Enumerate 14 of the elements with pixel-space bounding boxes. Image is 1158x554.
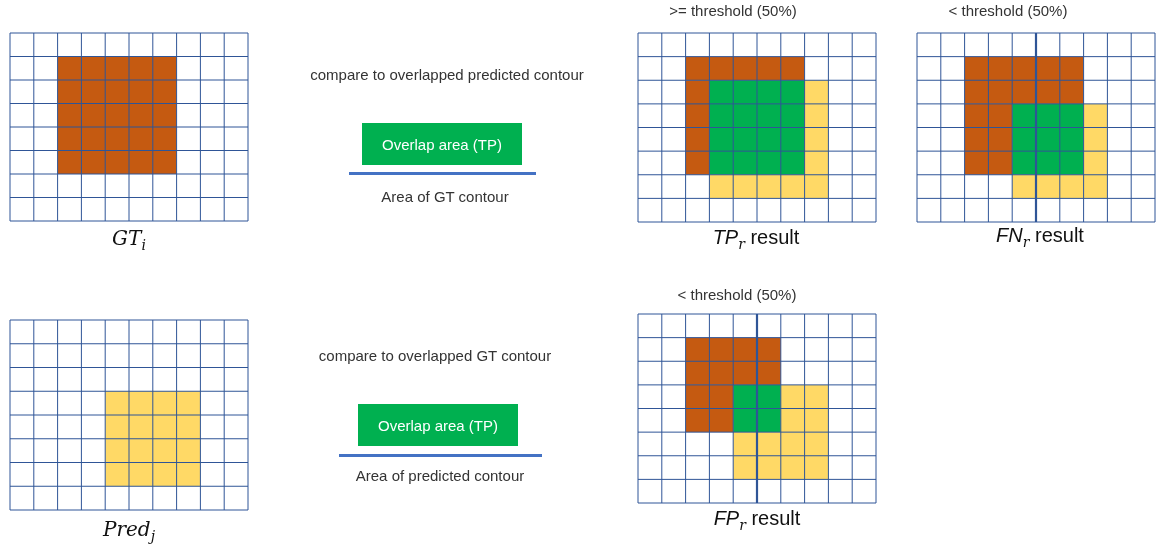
threshold-label: < threshold (50%)	[948, 2, 1068, 19]
grid-caption: GT$_{i}$	[112, 226, 146, 253]
grid-caption: Pred$_{j}$	[103, 517, 155, 544]
threshold-label: < threshold (50%)	[677, 286, 797, 303]
overlap-area-box: Overlap area (TP)	[362, 123, 522, 165]
grid-caption: FP$_{r}$ result	[713, 507, 801, 533]
overlap-area-box: Overlap area (TP)	[358, 404, 518, 446]
denominator-label: Area of GT contour	[381, 188, 509, 205]
grid-caption: FN$_{r}$ result	[996, 224, 1084, 250]
grid-caption: TP$_{r}$ result	[712, 226, 800, 252]
threshold-label: >= threshold (50%)	[669, 2, 797, 19]
denominator-label: Area of predicted contour	[355, 467, 525, 484]
comparison-note: compare to overlapped GT contour	[318, 347, 552, 364]
comparison-note: compare to overlapped predicted contour	[310, 66, 584, 83]
